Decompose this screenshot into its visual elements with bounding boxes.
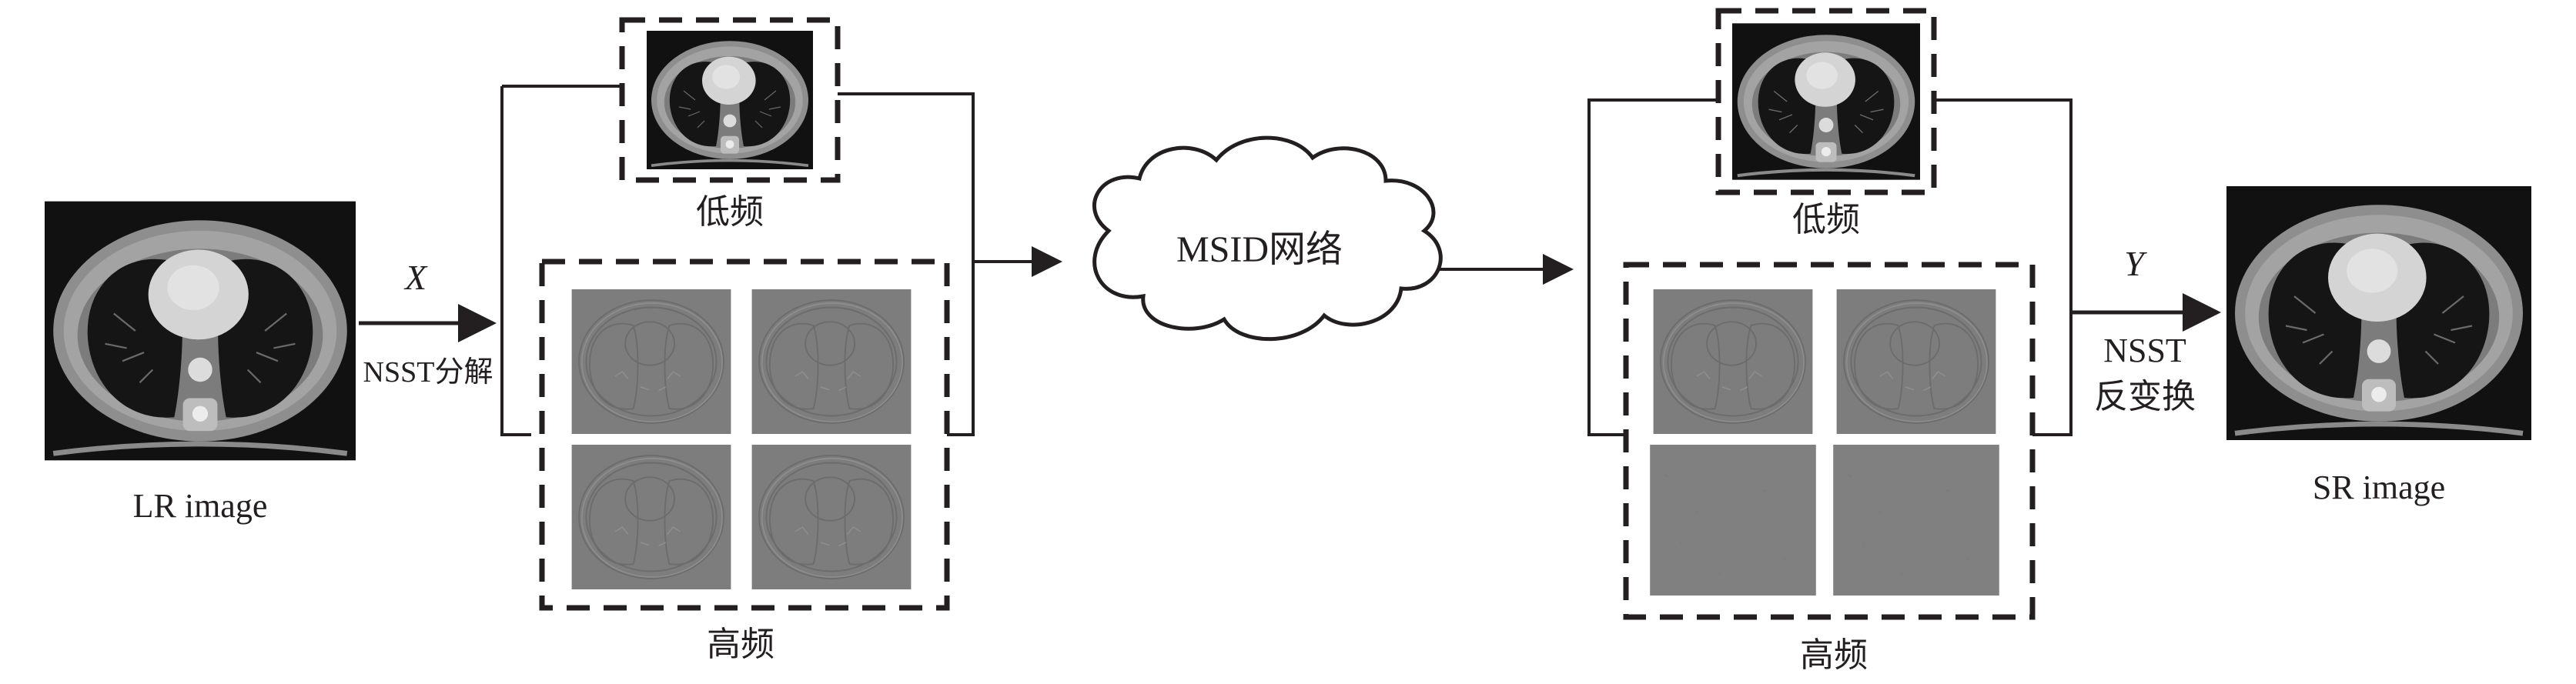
nsst-decompose-label: NSST分解 [363, 356, 493, 389]
lr-image [45, 202, 356, 461]
high-freq-label-right: 高频 [1800, 636, 1868, 674]
high-freq-box-left [539, 259, 950, 611]
high-freq-subbands-right [1649, 289, 2000, 596]
nsst-inverse-label-line2: 反变换 [2094, 378, 2196, 415]
subband-right-1 [1652, 289, 1814, 434]
subband-left-2 [751, 289, 912, 434]
nsst-inverse-label-line1: NSST [2103, 332, 2186, 369]
subband-right-3 [1649, 445, 1817, 596]
network-label: MSID网络 [1176, 229, 1343, 270]
sr-image [2226, 186, 2531, 440]
y-variable: Y [2124, 244, 2147, 283]
high-freq-label-left: 高频 [707, 626, 774, 663]
subband-left-3 [570, 445, 732, 589]
subband-right-2 [1835, 289, 1997, 434]
low-freq-label-right: 低频 [1792, 201, 1860, 239]
decompose-branch-line [500, 86, 531, 436]
merge-line-left [838, 92, 975, 436]
subband-right-4 [1832, 445, 2000, 596]
low-freq-box-left [619, 17, 841, 183]
merge-line-right [1934, 98, 2073, 436]
split-line-right [1587, 98, 1718, 436]
x-variable: X [403, 258, 428, 297]
high-freq-subbands-left [570, 289, 912, 589]
sr-image-label: SR image [2313, 469, 2445, 506]
low-freq-image-left [647, 31, 813, 169]
high-freq-box-right [1623, 262, 2036, 620]
subband-left-4 [751, 445, 912, 589]
msid-network-cloud [1092, 135, 1443, 342]
low-freq-image-right [1732, 23, 1920, 179]
lr-image-label: LR image [133, 487, 268, 525]
subband-left-1 [570, 289, 732, 434]
low-freq-label-left: 低频 [696, 193, 764, 231]
